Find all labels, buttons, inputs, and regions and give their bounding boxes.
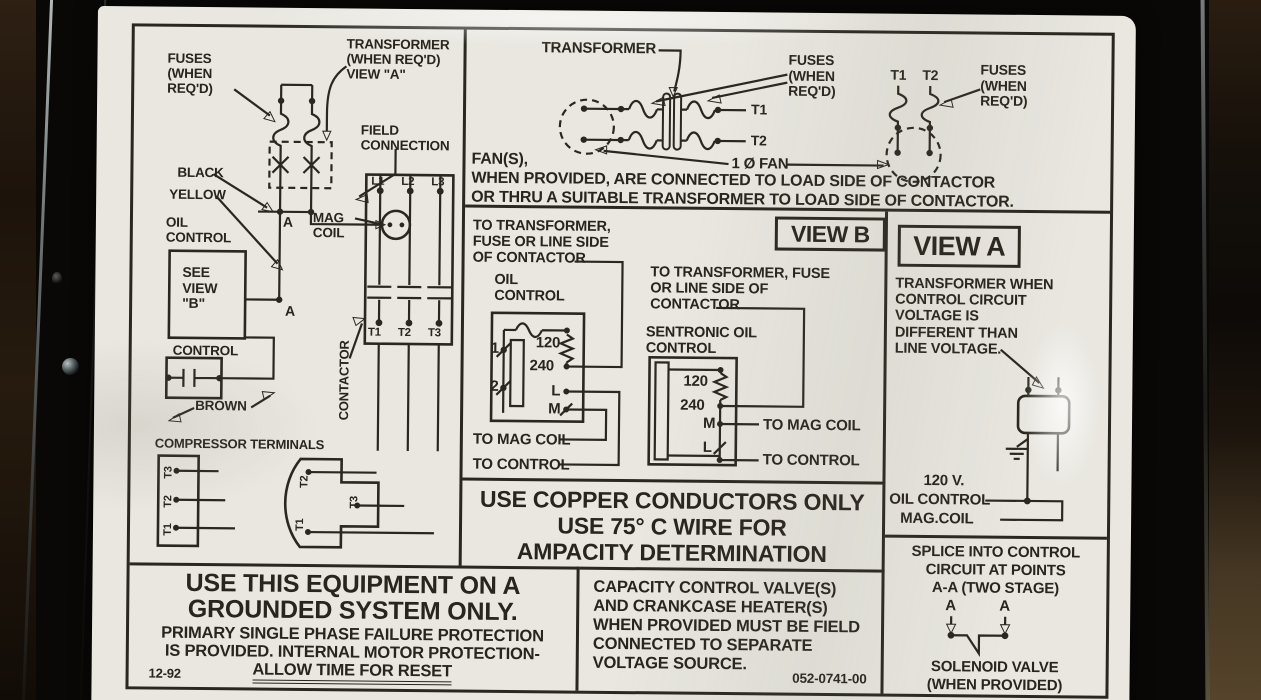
compressor-terminals-label: COMPRESSOR TERMINALS [154,435,325,453]
view-b-left-240: 240 [529,357,555,375]
panel-copper-notice: USE COPPER CONDUCTORS ONLY USE 75° C WIR… [461,480,886,570]
main-wiring-lines [156,65,455,549]
point-a-upper: A [282,213,293,230]
view-a-120v: 120 V. [923,471,965,490]
grounded-line-2: GROUNDED SYSTEM ONLY. [187,594,518,627]
terminal-t3: T3 [162,466,175,479]
view-b-left-title: OIL CONTROL [494,271,565,305]
fan-note-1: FAN(S), [471,150,529,169]
fuses-label: FUSES (WHEN REQ'D) [167,50,213,97]
view-b-right-title: SENTRONIC OIL CONTROL [645,324,757,358]
field-connection-label: FIELD CONNECTION [360,122,450,154]
black-wire-label: BLACK [177,164,224,181]
panel-view-a: VIEW A TRANSFORMER WHEN CONTROL CIRCUIT … [885,212,1110,537]
copper-line-1: USE COPPER CONDUCTORS ONLY [479,485,865,516]
transformer-label: TRANSFORMER (WHEN REQ'D) VIEW "A" [346,36,450,83]
mag-coil-label: MAG COIL [312,210,345,241]
view-b-left-l: L [551,382,561,400]
fan-fuses-label: FUSES (WHEN REQ'D) [788,51,836,100]
grounded-line-5: ALLOW TIME FOR RESET [252,660,452,686]
view-b-left-to-mag-coil: TO MAG COIL [472,430,571,449]
panel-dent [52,272,62,286]
view-b-left-120: 120 [535,334,561,352]
label-border: FUSES (WHEN REQ'D) TRANSFORMER (WHEN REQ… [125,23,1115,699]
splice-point-a-right: A [999,597,1011,615]
fan-right-t1: T1 [890,66,907,83]
contactor-l1: L1 [371,175,385,188]
splice-line-1: SPLICE INTO CONTROL [911,542,1081,562]
plug-t1: T1 [293,518,307,532]
wiring-diagram-label: FUSES (WHEN REQ'D) TRANSFORMER (WHEN REQ… [91,6,1136,700]
contactor-t1: T1 [367,326,381,339]
view-a-mag-coil: MAG.COIL [900,509,974,528]
capacity-line-4: CONNECTED TO SEPARATE [592,634,813,655]
view-a-oil-control: OIL CONTROL [889,490,991,509]
view-b-terminal-2: 2 [490,377,499,395]
contactor-t2: T2 [397,326,411,340]
contactor-label: CONTACTOR [336,340,352,421]
view-b-right-l: L [702,438,712,456]
fan-t1: T1 [750,101,768,118]
panel-grounded-warning: USE THIS EQUIPMENT ON A GROUNDED SYSTEM … [128,562,580,691]
view-b-right-240: 240 [680,396,705,414]
contactor-t3: T3 [427,327,441,340]
view-b-right-120: 120 [683,372,708,390]
see-view-b-label: SEE VIEW "B" [182,263,218,312]
splice-line-3: A-A (TWO STAGE) [931,579,1060,598]
capacity-line-5: VOLTAGE SOURCE. [592,653,747,674]
fan-transformer-label: TRANSFORMER [541,39,657,58]
splice-line-4: SOLENOID VALVE [930,658,1059,677]
view-b-wiring-lines [489,260,806,467]
yellow-wire-label: YELLOW [169,186,226,203]
splice-line-5: (WHEN PROVIDED) [926,675,1063,695]
terminal-t1: T1 [161,523,175,536]
rivet [62,358,79,375]
view-b-right-m: M [702,414,716,432]
view-b-right-to-mag-coil: TO MAG COIL [762,416,861,435]
wood-edge-right [1209,0,1261,700]
panel-main-wiring: FUSES (WHEN REQ'D) TRANSFORMER (WHEN REQ… [129,26,467,566]
view-a-description: TRANSFORMER WHEN CONTROL CIRCUIT VOLTAGE… [894,275,1054,358]
panel-fan: TRANSFORMER FUSES (WHEN REQ'D) T1 T2 1 Ø… [465,29,1112,214]
fan-right-t2: T2 [922,66,939,84]
control-label: CONTROL [172,342,239,359]
brown-wire-label: BROWN [195,397,247,414]
view-b-terminal-1: 1 [490,339,499,357]
view-b-right-feed-label: TO TRANSFORMER, FUSE OR LINE SIDE OF CON… [650,264,830,314]
capacity-line-3: WHEN PROVIDED MUST BE FIELD [592,615,861,637]
view-b-left-m: M [548,400,561,418]
fan-t2: T2 [750,132,767,149]
capacity-line-2: AND CRANKCASE HEATER(S) [593,596,828,618]
part-number: 052-0741-00 [792,670,867,687]
solenoid-symbol-lines [945,616,1011,658]
view-b-left-to-control: TO CONTROL [472,455,570,474]
panel-view-b: VIEW B TO TRANSFORMER, FUSE OR LINE SIDE… [462,207,889,485]
contactor-l3: L3 [431,176,445,189]
panel-splice-notice: SPLICE INTO CONTROL CIRCUIT AT POINTS A-… [883,534,1107,696]
point-a-lower: A [285,302,296,319]
copper-line-3: AMPACITY DETERMINATION [516,538,827,568]
view-b-header: VIEW B [774,216,887,252]
view-b-right-to-control: TO CONTROL [762,451,860,470]
fan-right-fuses-label: FUSES (WHEN REQ'D) [980,61,1028,110]
splice-point-a-left: A [945,597,957,615]
fan-wiring-lines [558,49,981,183]
capacity-line-1: CAPACITY CONTROL VALVE(S) [593,577,837,599]
date-code: 12-92 [148,665,181,681]
splice-line-2: CIRCUIT AT POINTS [925,560,1066,580]
contactor-l2: L2 [401,175,415,189]
terminal-t2: T2 [162,495,175,508]
view-a-wiring-lines [985,348,1071,522]
single-phase-fan-label: 1 Ø FAN [731,155,789,173]
wood-edge-left [0,0,36,700]
panel-capacity-notice: CAPACITY CONTROL VALVE(S) AND CRANKCASE … [578,566,885,694]
oil-control-label: OIL CONTROL [165,214,232,246]
view-b-left-feed-label: TO TRANSFORMER, FUSE OR LINE SIDE OF CON… [472,217,611,268]
plug-t3: T3 [348,495,361,509]
plug-t2: T2 [298,475,311,489]
view-a-header: VIEW A [897,224,1021,268]
